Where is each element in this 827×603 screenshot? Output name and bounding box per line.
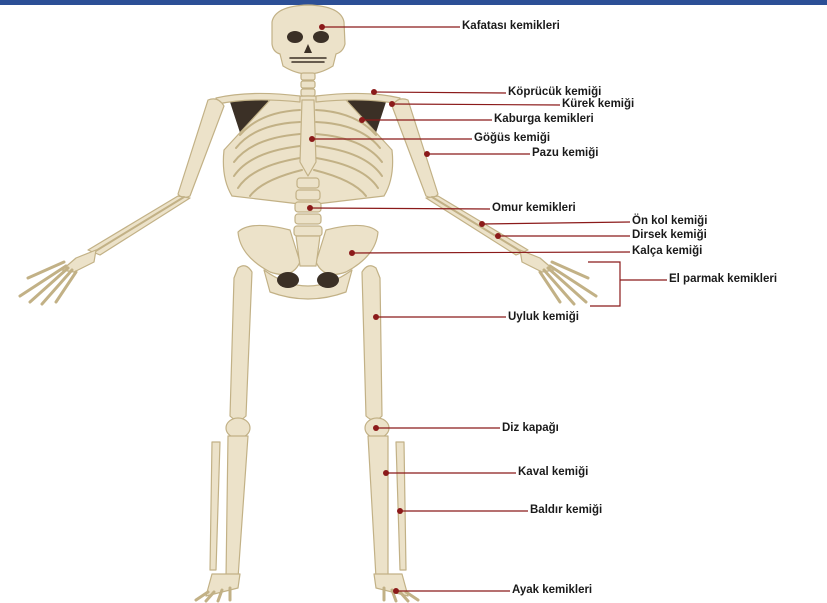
left-hand-bones [20, 250, 96, 304]
leader-dot-radius [479, 221, 485, 227]
leader-dot-patella [373, 425, 379, 431]
leader-dot-ribs [359, 117, 365, 123]
leader-dot-fibula [397, 508, 403, 514]
label-scapula: Kürek kemiği [562, 98, 634, 110]
leader-line-scapula [392, 104, 560, 105]
label-pelvis: Kalça kemiği [632, 245, 702, 257]
label-foot: Ayak kemikleri [512, 584, 592, 596]
label-skull: Kafatası kemikleri [462, 20, 560, 32]
label-humerus: Pazu kemiği [532, 147, 598, 159]
label-ulna: Dirsek kemiği [632, 229, 707, 241]
right-fibula [396, 442, 406, 570]
label-clavicle: Köprücük kemiği [508, 86, 601, 98]
right-humerus [392, 99, 438, 198]
right-foot-bones [374, 574, 418, 601]
right-femur [362, 266, 382, 420]
label-patella: Diz kapağı [502, 422, 559, 434]
leader-dot-humerus [424, 151, 430, 157]
skull-bone [272, 5, 345, 74]
left-tibia [226, 436, 248, 578]
left-humerus [178, 99, 224, 198]
leader-dot-sternum [309, 136, 315, 142]
leader-line-radius [482, 222, 630, 224]
leader-dot-femur [373, 314, 379, 320]
leader-dot-clavicle [371, 89, 377, 95]
label-phalanges: El parmak kemikleri [669, 273, 777, 285]
label-sternum: Göğüs kemiği [474, 132, 550, 144]
leader-line-clavicle [374, 92, 506, 93]
leader-dot-tibia [383, 470, 389, 476]
leader-bracket-phalanges [588, 262, 667, 306]
leader-dot-foot [393, 588, 399, 594]
leader-dot-ulna [495, 233, 501, 239]
label-femur: Uyluk kemiği [508, 311, 579, 323]
pelvis-bone [238, 225, 378, 299]
leader-line-vertebrae [310, 208, 490, 209]
label-radius: Ön kol kemiği [632, 215, 707, 227]
right-hand-bones [520, 250, 596, 304]
left-patella [226, 418, 250, 438]
leader-dot-pelvis [349, 250, 355, 256]
leader-dot-vertebrae [307, 205, 313, 211]
leader-line-pelvis [352, 252, 630, 253]
left-fibula [210, 442, 220, 570]
label-fibula: Baldır kemiği [530, 504, 602, 516]
label-tibia: Kaval kemiği [518, 466, 588, 478]
label-ribs: Kaburga kemikleri [494, 113, 594, 125]
right-tibia [368, 436, 388, 578]
left-foot-bones [196, 574, 240, 601]
label-vertebrae: Omur kemikleri [492, 202, 576, 214]
leader-dot-scapula [389, 101, 395, 107]
leader-dot-skull [319, 24, 325, 30]
neck-vertebrae [301, 73, 315, 96]
left-femur [230, 266, 252, 420]
